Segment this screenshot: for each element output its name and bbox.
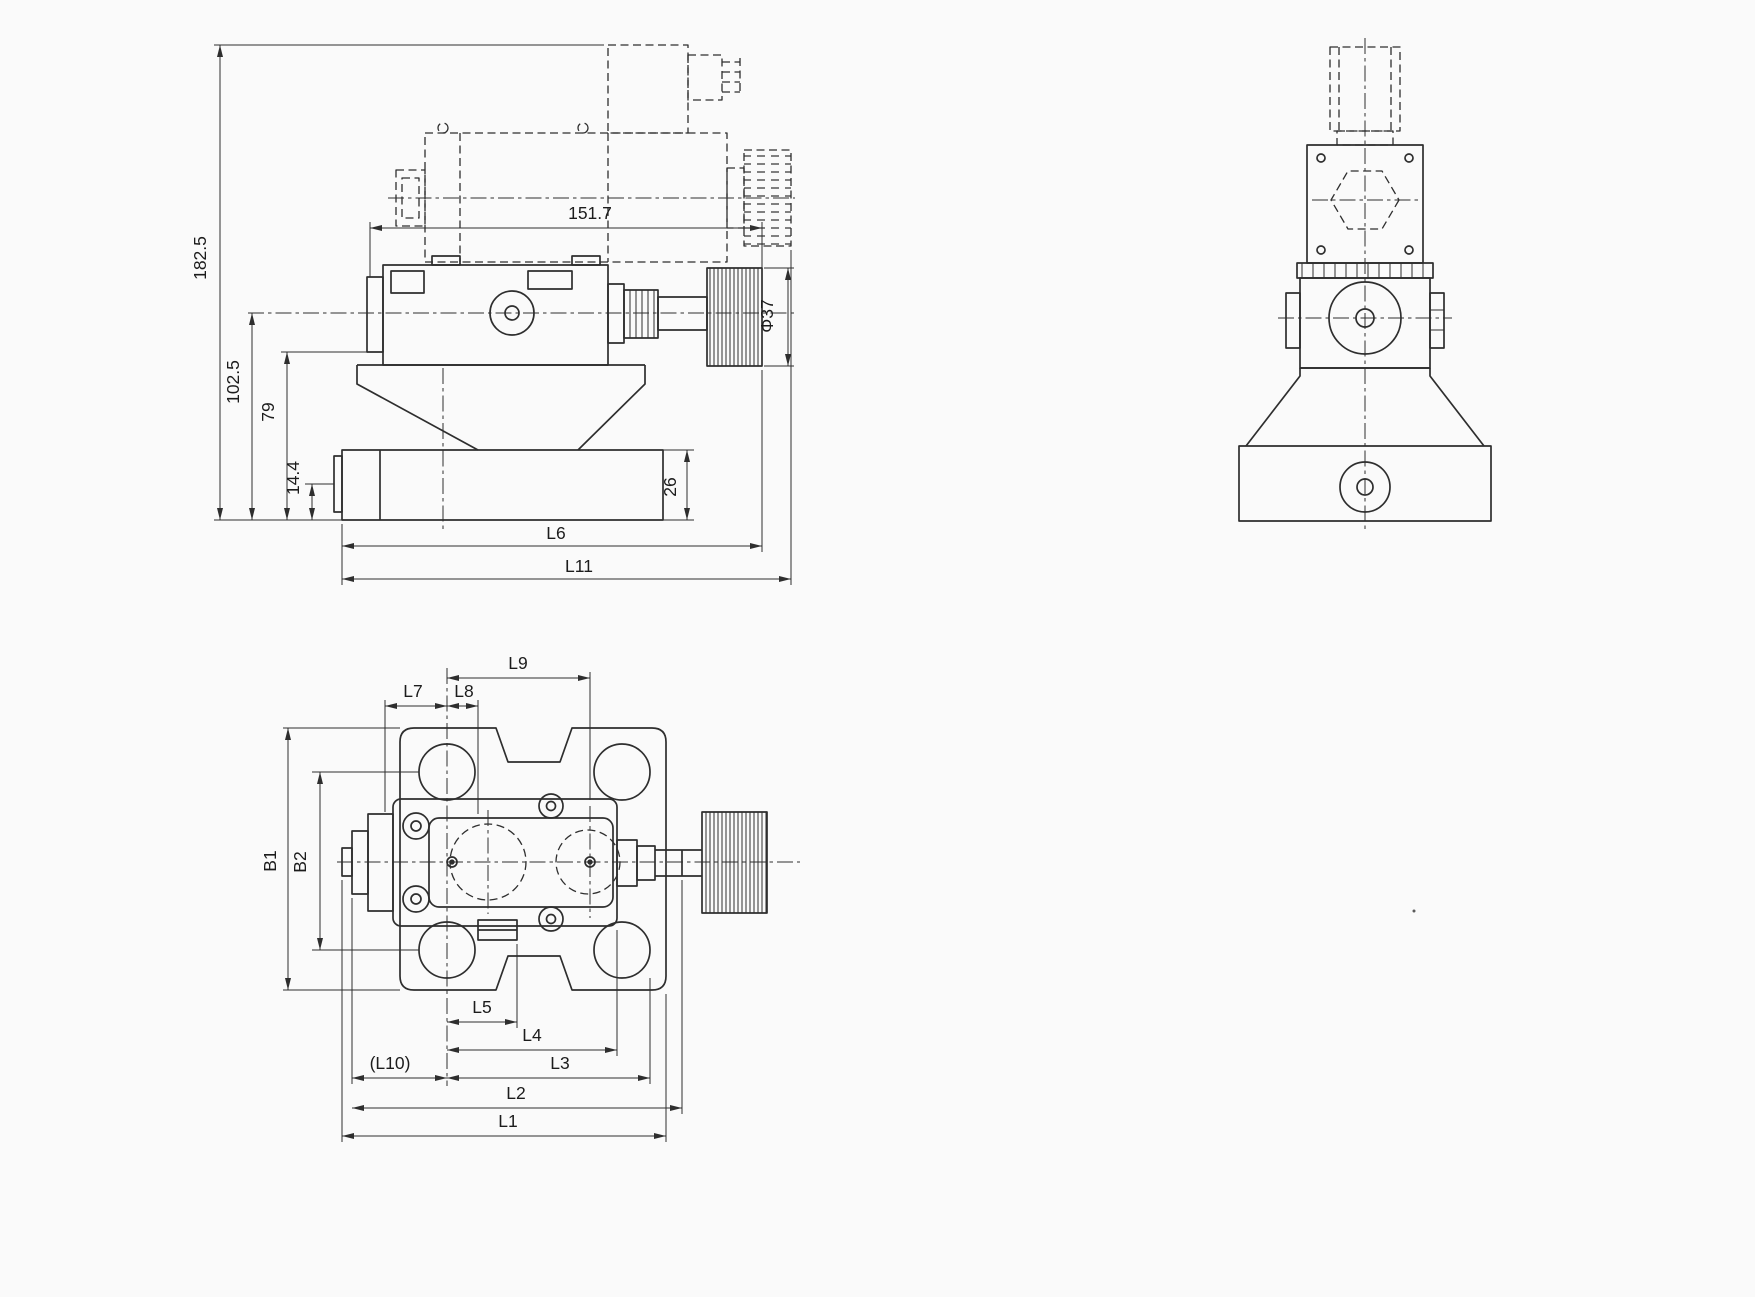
dim-label-b2: B2 [290, 851, 310, 872]
top-extension-lines [283, 672, 683, 1142]
dim-label-l6: L6 [546, 523, 565, 543]
override-pin-hidden [395, 169, 426, 227]
dim-label-l1: L1 [498, 1111, 517, 1131]
dim-label-phi37: Φ37 [757, 299, 777, 332]
stray-dot [1412, 909, 1416, 913]
side-port-boss [333, 455, 343, 513]
pilot-valve-body [382, 264, 609, 366]
knurled-knob-hidden [743, 149, 792, 247]
side-base-block [1238, 445, 1492, 522]
nameplate-circle [489, 290, 535, 336]
dim-label-l4: L4 [522, 1025, 542, 1045]
dim-label-l2: L2 [506, 1083, 525, 1103]
top-solid-outline [341, 727, 768, 991]
front-thread-lines [629, 290, 655, 338]
side-view [1238, 38, 1492, 913]
mount-bolt-hole [593, 743, 651, 801]
solenoid-connector-hidden [607, 44, 689, 134]
hidden-bore-circle [555, 829, 621, 895]
body-bolt [538, 906, 564, 932]
adjustment-knob [706, 267, 763, 367]
front-valve-body-outline [333, 255, 763, 521]
dim-label-14-4: 14.4 [283, 461, 303, 495]
dim-label-l3: L3 [550, 1053, 569, 1073]
valve-base-block [341, 449, 664, 521]
dim-label-151-7: 151.7 [568, 203, 612, 223]
mount-bolt-hole [593, 921, 651, 979]
mounting-flange-outline [399, 727, 667, 991]
dim-label-l5: L5 [472, 997, 491, 1017]
front-dimension-lines [217, 45, 791, 582]
dim-label-26: 26 [660, 477, 680, 496]
left-port-boss-top [341, 847, 353, 877]
dim-label-79: 79 [258, 402, 278, 421]
side-solid-outline [1238, 144, 1492, 522]
threaded-section [623, 289, 659, 339]
top-dimension-labels: L9 L7 L8 B1 B2 L5 L4 L3 (L10) L2 L1 [260, 653, 570, 1131]
body-bolt [402, 885, 430, 913]
dim-label-102-5: 102.5 [223, 360, 243, 404]
base-port-circle [1339, 461, 1391, 513]
screw-head-hidden [437, 122, 449, 134]
hex-nut-hidden [1330, 170, 1400, 230]
adjust-stem-top [655, 849, 702, 877]
solenoid-coil-hidden [424, 132, 728, 263]
screw-head-hidden [577, 122, 589, 134]
left-end-cap [366, 276, 384, 353]
adjustment-knob-top [701, 811, 768, 914]
dim-label-182-5: 182.5 [190, 236, 210, 280]
dim-label-b1: B1 [260, 850, 280, 871]
dim-label-l7: L7 [403, 681, 422, 701]
front-solenoid-hidden-outline [395, 44, 792, 263]
front-dimension-labels: 182.5 102.5 79 14.4 151.7 Φ37 26 L6 L11 [190, 203, 777, 576]
top-dimension-lines [285, 675, 682, 1139]
dim-label-l9: L9 [508, 653, 527, 673]
dim-label-l8: L8 [454, 681, 473, 701]
body-bolt [402, 812, 430, 840]
front-view: 182.5 102.5 79 14.4 151.7 Φ37 26 L6 L11 [190, 44, 798, 585]
top-view: L9 L7 L8 B1 B2 L5 L4 L3 (L10) L2 L1 [260, 653, 800, 1142]
terminal-block-hidden [687, 54, 723, 101]
side-detail-lines [1301, 263, 1444, 331]
dim-label-l10: (L10) [370, 1053, 411, 1073]
side-centerlines [1278, 38, 1452, 533]
side-hidden-outline [1329, 46, 1401, 230]
dim-label-l11: L11 [565, 556, 593, 576]
body-bolt [538, 793, 564, 819]
side-port-circle [1328, 281, 1402, 355]
